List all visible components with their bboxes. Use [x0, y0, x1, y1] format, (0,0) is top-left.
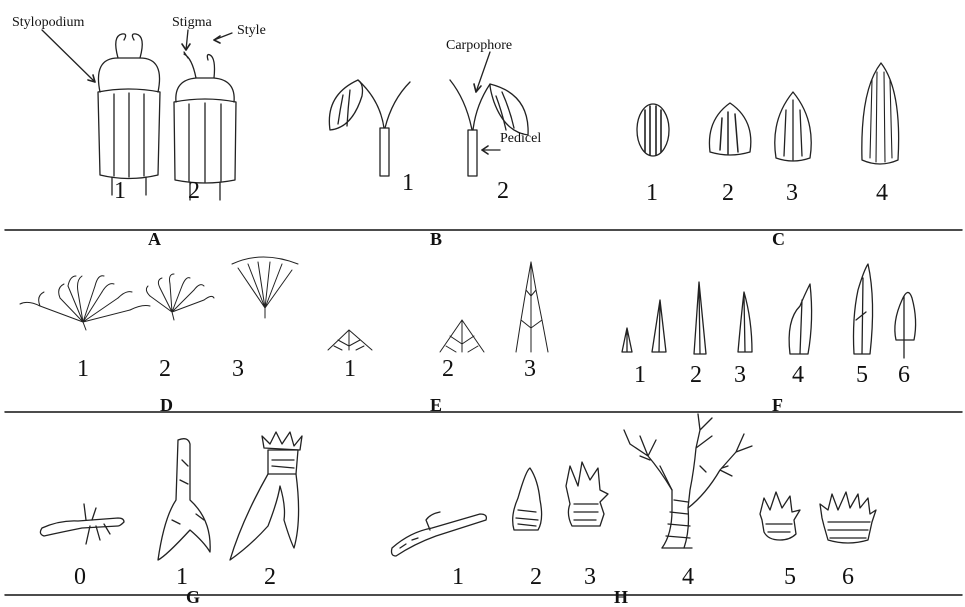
panel-e-number-1: 1 — [344, 356, 356, 383]
panel-h-number-4: 4 — [682, 564, 694, 591]
bract-drawing-f4 — [738, 292, 752, 352]
umbel-drawing-d2 — [146, 274, 214, 320]
carpophore-drawing-b2 — [450, 80, 528, 176]
panel-d-letter: D — [160, 395, 173, 416]
mericarp-drawing-c2 — [709, 103, 750, 155]
bract-drawing-f6 — [854, 264, 873, 354]
bract-drawing-f7 — [895, 292, 916, 358]
rootstock-drawing-h1 — [392, 512, 487, 556]
rootstock-drawing-h3 — [566, 462, 608, 526]
panel-c-number-2: 2 — [722, 180, 734, 207]
panel-b-number-2: 2 — [497, 178, 509, 205]
panel-f-letter: F — [772, 395, 783, 416]
panel-f-number-5: 5 — [856, 362, 868, 389]
panel-h-number-2: 2 — [530, 564, 542, 591]
stylopodium-label: Stylopodium — [12, 15, 84, 31]
panel-g-letter: G — [186, 587, 200, 607]
panel-e-number-2: 2 — [442, 356, 454, 383]
panel-h-number-6: 6 — [842, 564, 854, 591]
mericarp-drawing-c3 — [775, 92, 811, 161]
panel-a-number-1: 1 — [114, 178, 126, 205]
root-drawing-g0 — [40, 504, 124, 544]
panel-f-number-3: 3 — [734, 362, 746, 389]
panel-g-number-2: 2 — [264, 564, 276, 591]
panel-h-number-5: 5 — [784, 564, 796, 591]
panel-f-number-4: 4 — [792, 362, 804, 389]
panel-h-number-1: 1 — [452, 564, 464, 591]
pedicel-label: Pedicel — [500, 131, 541, 147]
bract-drawing-f3 — [694, 282, 706, 354]
panel-h-number-3: 3 — [584, 564, 596, 591]
panel-c-number-1: 1 — [646, 180, 658, 207]
panel-c-number-3: 3 — [786, 180, 798, 207]
panel-h-letter: H — [614, 587, 628, 607]
panel-b-number-1: 1 — [402, 170, 414, 197]
leaf-tip-drawing-e1 — [328, 330, 372, 350]
leaf-tip-drawing-e2 — [440, 320, 484, 352]
mericarp-drawing-c4 — [862, 63, 899, 164]
bract-drawing-f2 — [652, 300, 666, 352]
umbel-drawing-d3 — [232, 257, 298, 318]
panel-d-number-3: 3 — [232, 356, 244, 383]
panel-f-number-6: 6 — [898, 362, 910, 389]
fruit-drawing-a1 — [98, 34, 160, 195]
panel-separator-lines — [5, 230, 962, 595]
leaf-tip-drawing-e3 — [516, 262, 548, 352]
panel-a-letter: A — [148, 229, 161, 250]
rootstock-drawing-h4 — [624, 414, 752, 548]
panel-g-number-0: 0 — [74, 564, 86, 591]
root-drawing-g1 — [158, 439, 210, 560]
panel-e-number-3: 3 — [524, 356, 536, 383]
panel-d-number-2: 2 — [159, 356, 171, 383]
bract-drawing-f1 — [622, 328, 632, 352]
bract-drawing-f5 — [789, 284, 811, 354]
carpophore-drawing-b1 — [329, 80, 410, 176]
panel-e-letter: E — [430, 395, 442, 416]
panel-c-number-4: 4 — [876, 180, 888, 207]
panel-a-number-2: 2 — [188, 178, 200, 205]
carpophore-label: Carpophore — [446, 38, 512, 54]
rootstock-drawing-h6 — [820, 492, 876, 543]
mericarp-drawing-c1 — [637, 104, 669, 156]
root-drawing-g2 — [230, 432, 302, 560]
panel-b-letter: B — [430, 229, 442, 250]
annotation-arrows-b — [474, 52, 500, 154]
umbel-drawing-d1 — [20, 276, 150, 330]
fruit-drawing-a2 — [174, 52, 236, 200]
style-label: Style — [237, 23, 266, 39]
panel-c-letter: C — [772, 229, 785, 250]
panel-f-number-2: 2 — [690, 362, 702, 389]
panel-d-number-1: 1 — [77, 356, 89, 383]
stigma-label: Stigma — [172, 15, 212, 31]
rootstock-drawing-h2 — [513, 468, 542, 530]
panel-f-number-1: 1 — [634, 362, 646, 389]
annotation-arrows-a — [42, 30, 232, 82]
rootstock-drawing-h5 — [760, 492, 800, 540]
